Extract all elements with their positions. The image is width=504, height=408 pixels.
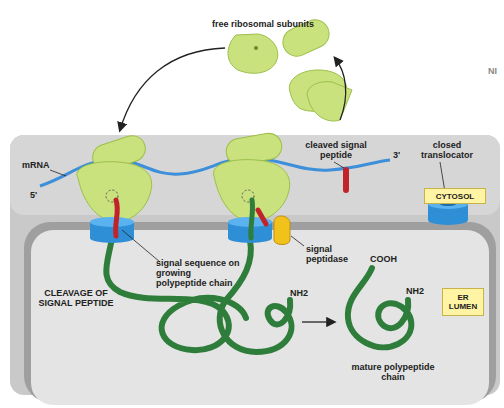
recycle-arrow	[335, 58, 346, 120]
ribosome	[77, 132, 152, 222]
polypeptide-chain	[220, 240, 292, 352]
label-text: signal peptidase	[306, 244, 366, 264]
region-tag: ER LUMEN	[442, 288, 484, 316]
mature-chain	[348, 268, 411, 347]
signal-sequence	[116, 200, 118, 236]
label-text: NH2	[290, 288, 320, 298]
recycle-arrow	[120, 48, 225, 130]
label-text: free ribosomal subunits	[212, 19, 332, 29]
polypeptide-chain	[251, 200, 253, 238]
signal-peptidase	[274, 216, 290, 245]
step-arrow	[302, 321, 334, 322]
label-text: CLEAVAGE OF SIGNAL PEPTIDE	[36, 288, 116, 308]
label-text: signal sequence on growing polypeptide c…	[156, 258, 242, 288]
label-text: 3'	[393, 150, 413, 160]
region-name: ER LUMEN	[443, 293, 483, 311]
region-tag: CYTOSOL	[424, 188, 486, 204]
label-text: mRNA	[22, 160, 62, 170]
signal-sequence	[258, 210, 266, 224]
label-text: closed translocator	[414, 140, 480, 160]
cleaved-peptide	[343, 170, 349, 190]
free-subunits	[228, 15, 352, 121]
label-text: mature polypeptide chain	[348, 362, 438, 382]
leader-line	[50, 162, 446, 262]
label-text: 5'	[30, 190, 50, 200]
label-text: NI	[488, 66, 504, 76]
label-text: cleaved signal peptide	[298, 140, 374, 160]
label-text: NH2	[406, 286, 436, 296]
region-name: CYTOSOL	[436, 192, 475, 201]
translocator	[90, 217, 134, 243]
label-text: COOH	[370, 254, 410, 264]
er-lumen	[31, 230, 489, 405]
